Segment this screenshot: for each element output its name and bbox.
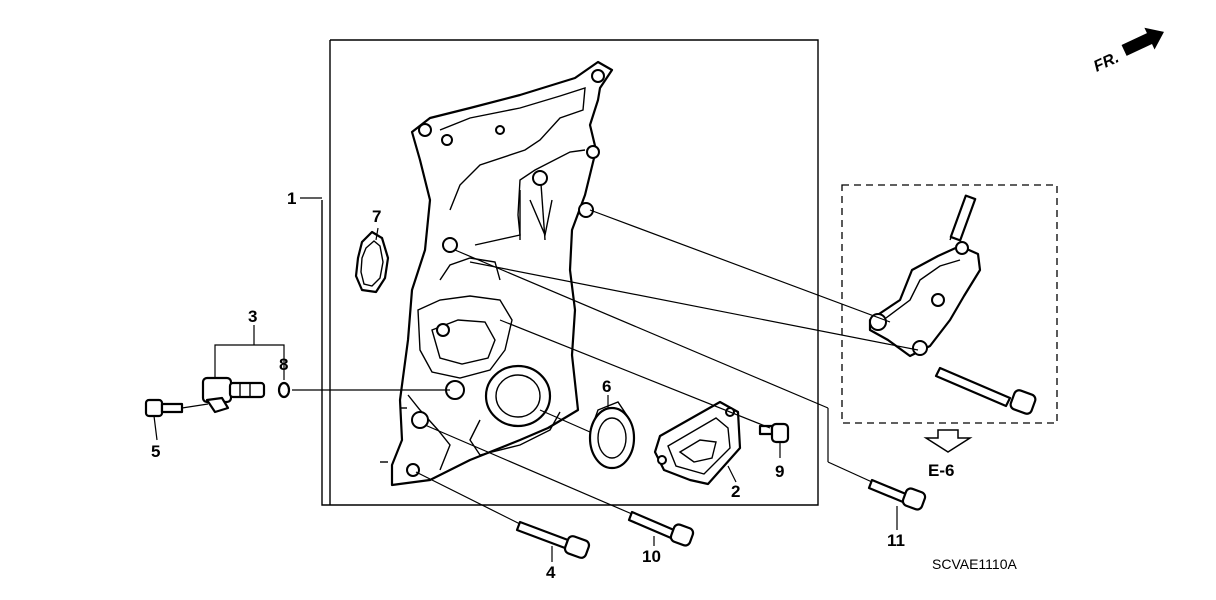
flange-bolt-medium[interactable] [627,510,695,547]
cover-plate[interactable] [653,400,742,486]
callout-3: 3 [248,307,257,326]
assembly-frame [321,39,819,506]
leader-lines [153,197,919,562]
callout-1: 1 [287,189,296,208]
front-label: FR. [1091,49,1122,75]
engine-mount-detail[interactable] [841,184,1058,424]
callout-5: 5 [151,442,160,461]
cover-bolt[interactable] [758,422,790,444]
callout-9-right: 9 [775,462,784,481]
flange-bolt-short[interactable] [867,478,927,511]
gasket[interactable] [354,230,390,294]
front-direction-indicator: FR. [1091,27,1164,76]
o-ring[interactable] [277,381,291,399]
callout-10: 10 [642,547,661,566]
callout-8: 8 [279,355,288,374]
callout-6: 6 [602,377,611,396]
front-arrow-icon [1121,27,1164,56]
callout-labels: 1 7 3 8 5 6 2 9 9 4 10 11 [151,189,905,582]
flange-bolt-long[interactable] [515,520,591,559]
oil-seal[interactable] [588,401,636,470]
diagram-code: SCVAE1110A [932,556,1017,572]
chain-case-cover[interactable] [380,60,614,487]
sensor-assembly[interactable] [201,376,266,414]
section-reference[interactable]: E-6 [928,461,954,480]
callout-2: 2 [731,482,740,501]
reference-arrow-icon [923,429,973,453]
sensor-bolt[interactable] [144,398,184,418]
callout-11: 11 [887,531,905,550]
callout-4: 4 [546,563,556,582]
callout-7: 7 [372,207,381,226]
